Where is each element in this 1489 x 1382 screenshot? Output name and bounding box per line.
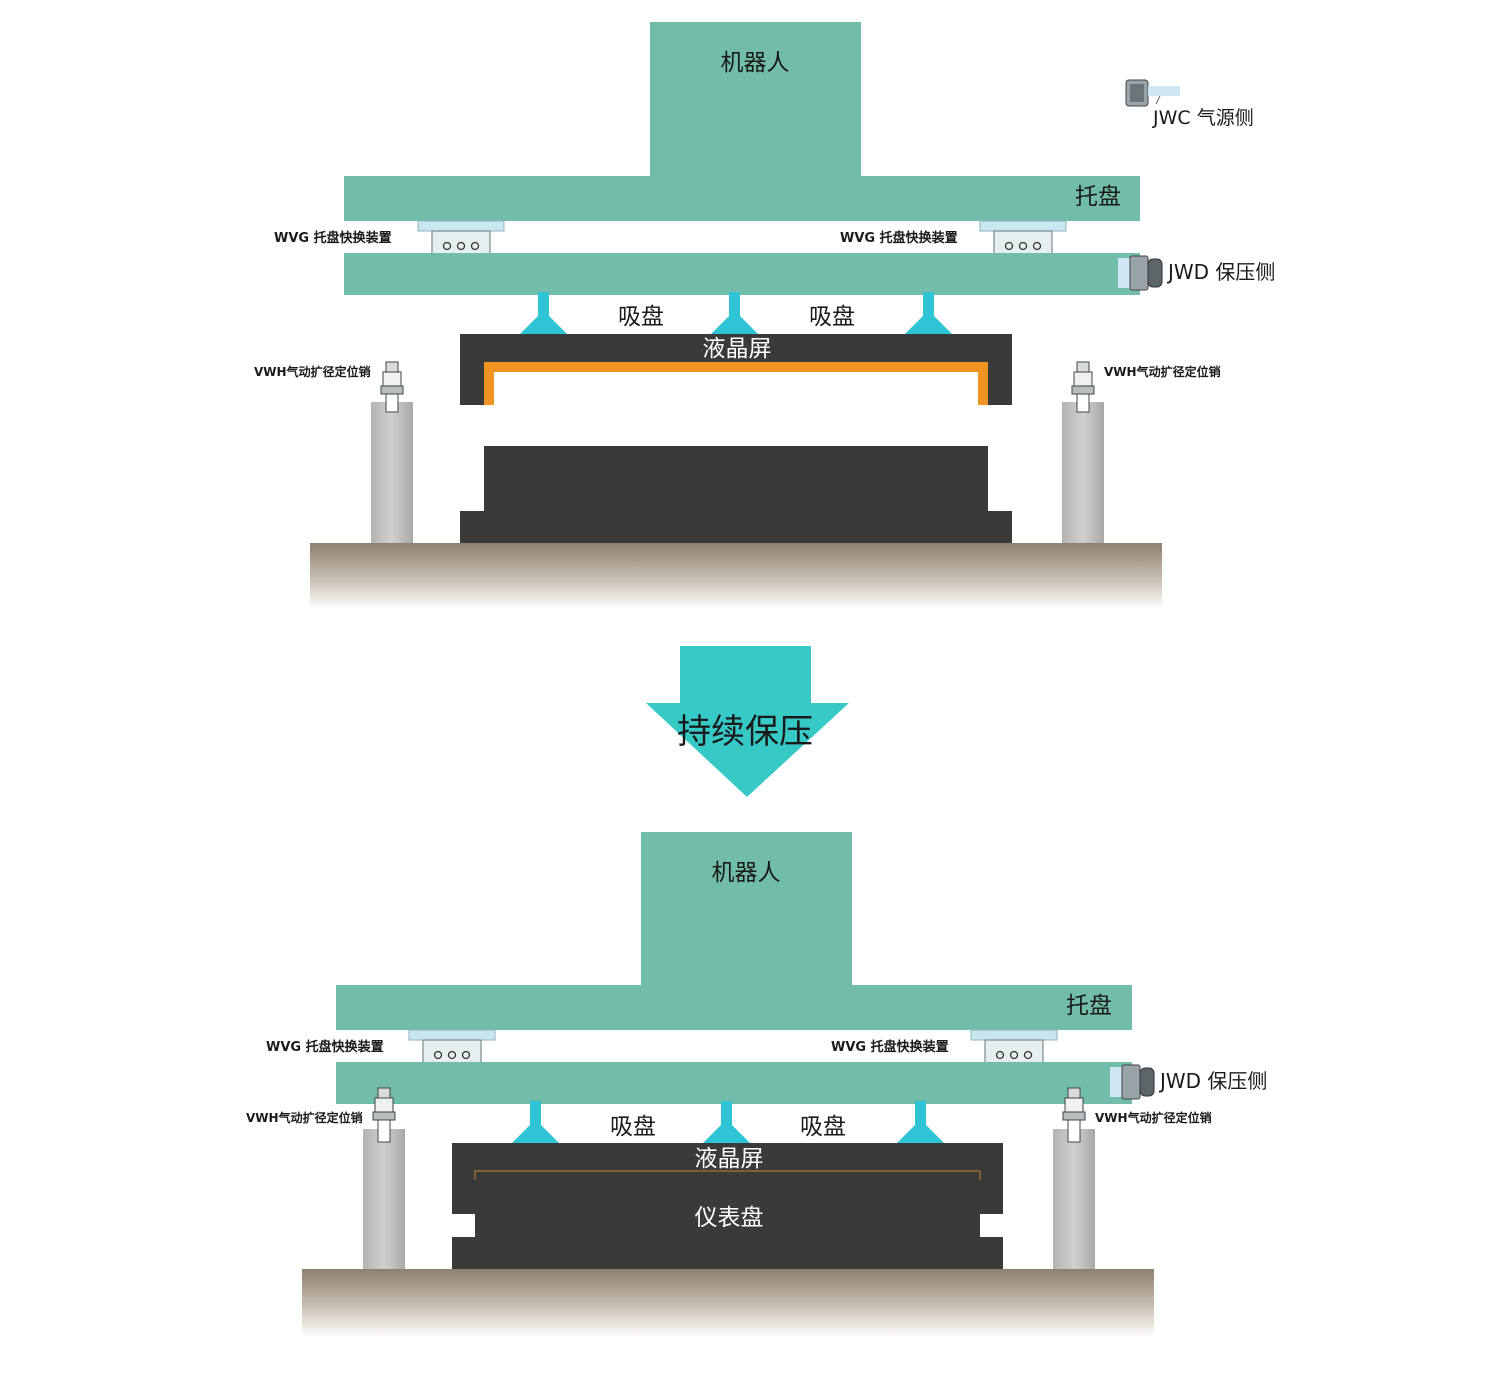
tray-label: 托盘 <box>1075 184 1121 210</box>
cup-left-label: 吸盘 <box>610 1114 656 1140</box>
suction-cup-2 <box>711 292 758 334</box>
jwd-coupler-icon <box>1110 1064 1155 1100</box>
wvg-left-label: WVG 托盘快换装置 <box>274 230 392 246</box>
pillar-right <box>1062 402 1104 543</box>
robot-block <box>650 22 861 178</box>
vwh-left-pin-icon <box>372 1087 396 1143</box>
dashboard-label: 仪表盘 <box>695 1205 764 1231</box>
wvg-left-device <box>417 220 505 255</box>
robot-label: 机器人 <box>721 50 790 76</box>
suction-cup-3 <box>905 292 952 334</box>
wvg-right-label: WVG 托盘快换装置 <box>840 230 958 246</box>
dashboard-assembly <box>452 1143 1003 1269</box>
vwh-left-label: VWH气动扩径定位销 <box>254 364 371 379</box>
tray-upper <box>336 985 1132 1030</box>
jwd-coupler-icon <box>1118 255 1163 291</box>
tray-upper <box>344 176 1140 221</box>
dashboard-base <box>460 446 1012 543</box>
suction-cups <box>512 1101 944 1143</box>
vwh-left-label: VWH气动扩径定位销 <box>246 1110 363 1125</box>
pillar-left <box>371 402 413 543</box>
arrow-label: 持续保压 <box>677 712 813 752</box>
bottom-diagram: 机器人 托盘 WVG 托盘快换装置 WVG 托盘快换装置 JWD 保压侧 <box>246 832 1267 1337</box>
wvg-left-device <box>408 1029 496 1064</box>
wvg-left-label: WVG 托盘快换装置 <box>266 1039 384 1055</box>
jwd-label: JWD 保压侧 <box>1166 260 1275 284</box>
cup-right-label: 吸盘 <box>800 1114 846 1140</box>
cup-right-label: 吸盘 <box>809 304 855 330</box>
robot-block <box>641 832 852 988</box>
tray-lower <box>344 253 1140 295</box>
wvg-right-label: WVG 托盘快换装置 <box>831 1039 949 1055</box>
suction-cups <box>520 292 952 334</box>
suction-cup-1 <box>520 292 567 334</box>
jwc-label: JWC 气源侧 <box>1152 107 1254 129</box>
wvg-right-device <box>970 1029 1058 1064</box>
wvg-right-device <box>979 220 1067 255</box>
pillar-left <box>363 1129 405 1269</box>
vwh-right-label: VWH气动扩径定位销 <box>1104 364 1221 379</box>
pillar-right <box>1053 1129 1095 1269</box>
jwd-label: JWD 保压侧 <box>1158 1069 1267 1093</box>
robot-label: 机器人 <box>712 860 781 886</box>
lcd-label: 液晶屏 <box>703 336 772 362</box>
lcd-label: 液晶屏 <box>695 1146 764 1172</box>
tray-lower <box>336 1062 1132 1104</box>
coupler-icon <box>1125 79 1180 107</box>
process-arrow: 持续保压 <box>646 646 849 797</box>
ground <box>310 543 1162 609</box>
suction-cup-2 <box>703 1101 750 1143</box>
top-diagram: 机器人 托盘 WVG 托盘快换装置 WVG 托盘快换装置 JWD 保压侧 <box>254 22 1275 609</box>
vwh-right-pin-icon <box>1062 1087 1086 1143</box>
ground <box>302 1269 1154 1337</box>
vwh-left-pin-icon <box>380 361 404 413</box>
suction-cup-1 <box>512 1101 559 1143</box>
vwh-right-label: VWH气动扩径定位销 <box>1095 1110 1212 1125</box>
tray-label: 托盘 <box>1066 993 1112 1019</box>
lcd-gasket <box>484 362 988 405</box>
lcd-gasket-compressed <box>474 1170 981 1180</box>
jwc-legend: JWC 气源侧 <box>1125 79 1254 129</box>
cup-left-label: 吸盘 <box>618 304 664 330</box>
suction-cup-3 <box>897 1101 944 1143</box>
vwh-right-pin-icon <box>1071 361 1095 413</box>
arrow-shape <box>646 646 849 797</box>
